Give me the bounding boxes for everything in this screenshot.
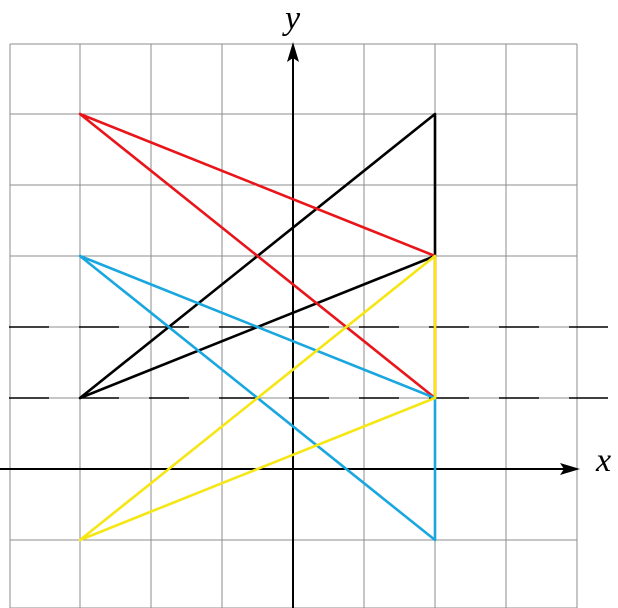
y-axis-arrow bbox=[287, 42, 299, 62]
dashed-lines bbox=[5, 326, 608, 399]
x-axis-label: x bbox=[595, 442, 611, 479]
triangles bbox=[78, 112, 437, 542]
triangle-yellow bbox=[78, 254, 437, 542]
x-axis-arrow bbox=[560, 463, 580, 475]
y-axis-label: y bbox=[282, 0, 301, 37]
